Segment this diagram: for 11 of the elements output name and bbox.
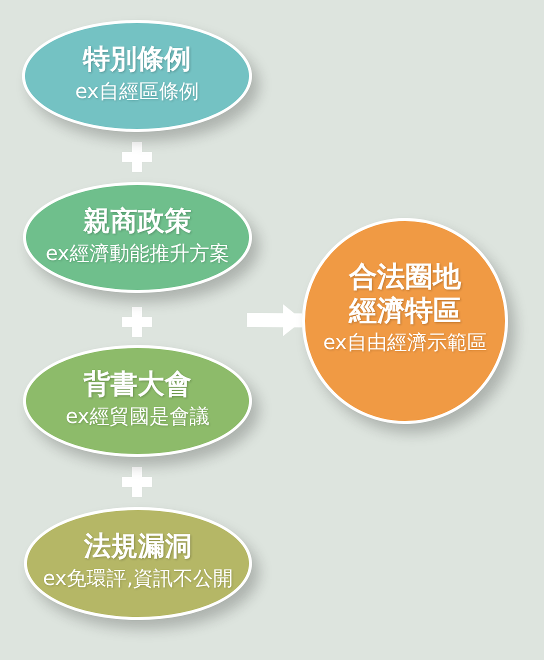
node-subtitle: ex免環評,資訊不公開 [42, 566, 234, 592]
node-title: 背書大會 [84, 369, 192, 402]
node-title: 親商政策 [84, 206, 192, 238]
node-subtitle: ex自由經濟示範區 [323, 330, 487, 356]
node-subtitle: ex自經區條例 [75, 79, 199, 104]
node-title: 合法圈地經濟特區 [347, 260, 462, 328]
node-title: 特別條例 [83, 44, 191, 76]
node-subtitle: ex經濟動能推升方案 [46, 241, 230, 266]
arrow [246, 304, 303, 336]
node-title: 法規漏洞 [84, 531, 192, 564]
node-subtitle: ex經貿國是會議 [66, 404, 210, 430]
